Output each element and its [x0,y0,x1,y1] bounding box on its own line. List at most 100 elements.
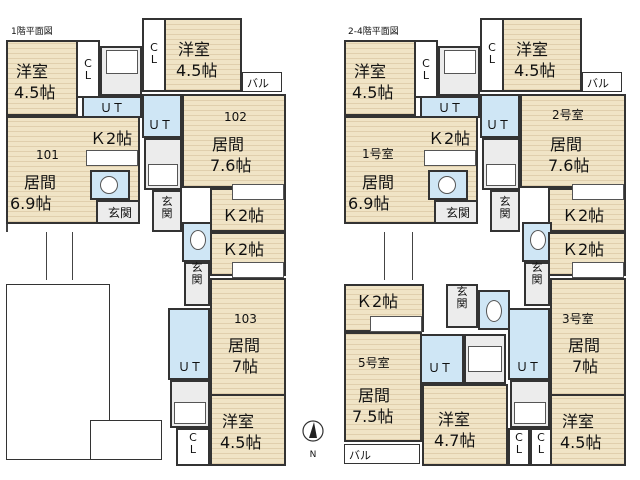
room-2-genkan-label: 玄 関 [499,195,511,220]
room-3-ima-size: 7帖 [572,357,599,376]
room-3-genkan [524,262,550,306]
room-3-youshitsu [550,394,626,466]
room-103-ut-label: ＵＴ [178,360,203,374]
room-1-ima-size: 6.9帖 [348,194,390,213]
room-5-genkan-label: 玄 関 [456,285,468,310]
room-3-youshitsu-label: 洋室 [562,412,595,431]
kitchen-counter [232,184,284,200]
room-5-ut-label: ＵＴ [428,361,453,375]
room-102-k-label: Ｋ2帖 [222,206,265,225]
room-101-youshitsu [6,40,78,116]
room-3-k-label: Ｋ2帖 [562,240,605,259]
room-103-ima-size: 7帖 [232,357,259,376]
room-3-closet-b [530,428,552,466]
kitchen-counter [86,150,138,166]
room-103-ima [210,278,286,396]
room-1-k-label: Ｋ2帖 [428,129,471,148]
room-5-youshitsu [422,384,508,466]
room-3-ima-label: 居間 [568,336,601,355]
room-2-ut [480,94,520,138]
room-2-number: 2号室 [552,108,584,122]
room-5-toilet [478,290,510,330]
room-2-genkan [490,190,520,232]
toilet [486,300,502,322]
room-102-number: 102 [224,110,247,124]
stair-wall [72,232,73,280]
room-1-genkan [434,200,478,224]
toilet [190,230,206,250]
kitchen-counter [572,262,624,278]
stair-wall [384,232,385,280]
room-102-ima-label: 居間 [212,135,245,154]
bathtub [106,50,138,74]
toilet [438,176,456,194]
kitchen-counter [370,316,422,332]
room-1-closet [414,40,438,98]
bathtub [486,164,516,186]
room-1-closet-label: C L [422,57,430,82]
room-1-number: 1号室 [362,147,394,161]
room-103-closet [176,428,210,466]
compass-label: N [309,450,317,460]
room-102-genkan [152,190,182,232]
room-102-balcony: バル [242,72,282,92]
north-arrow-icon [302,420,324,442]
room-5-youshitsu-size: 4.7帖 [434,431,476,450]
room-101-ima-label: 居間 [24,173,57,192]
floor2-title: 2-4階平面図 [348,27,399,37]
stair-wall [46,232,47,280]
room-3-ut-label: ＵＴ [516,360,541,374]
room-1-ut-label: ＵＴ [438,101,463,115]
room-103-youshitsu-size: 4.5帖 [220,433,262,452]
room-103-youshitsu [210,394,286,466]
room-3-youshitsu-size: 4.5帖 [560,433,602,452]
room-5-ima-size: 7.5帖 [352,407,394,426]
room-103-closet-label: C L [189,431,197,456]
room-101-youshitsu-size: 4.5帖 [14,83,56,102]
room-2-closet-label: C L [488,41,496,66]
room-102-ima-size: 7.6帖 [210,156,252,175]
room-103-youshitsu-label: 洋室 [222,412,255,431]
room-2-ima-label: 居間 [550,135,583,154]
entrance-area [90,420,162,460]
room-103-k-label: Ｋ2帖 [222,240,265,259]
room-3-ut [508,308,550,380]
toilet [530,230,546,250]
room-103-number: 103 [234,312,257,326]
room-101-number: 101 [36,148,59,162]
floor1-title: 1階平面図 [11,27,53,37]
room-5-k-label: Ｋ2帖 [356,292,399,311]
kitchen-counter [232,262,284,278]
room-5-youshitsu-label: 洋室 [438,410,471,429]
room-101-ima-size: 6.9帖 [10,194,52,213]
room-2-youshitsu [502,18,582,92]
room-5-ut [420,334,464,384]
bathtub [148,164,178,186]
room-3-closet-a [508,428,530,466]
room-2-ut-label: ＵＴ [486,118,511,132]
bathtub [468,346,502,372]
room-102-youshitsu-label: 洋室 [178,40,211,59]
room-1-genkan-label: 玄関 [446,206,471,220]
room-103-genkan [184,262,210,306]
room-2-ima-size: 7.6帖 [548,156,590,175]
room-5-ima-label: 居間 [358,386,391,405]
room-103-genkan-label: 玄 関 [191,261,203,286]
room-2-balcony: バル [582,72,622,92]
room-1-youshitsu-size: 4.5帖 [352,83,394,102]
floor1-plan: 1階平面図 洋室 4.5帖 C L ＵＴ Ｋ2帖 101 居間 6.9帖 玄関 … [6,18,286,466]
room-5-balcony: バル [344,444,420,464]
room-2-youshitsu-size: 4.5帖 [514,61,556,80]
room-101-k-label: Ｋ2帖 [90,129,133,148]
room-2-youshitsu-label: 洋室 [516,40,549,59]
room-3-closet-a-label: C L [515,431,523,456]
room-102-youshitsu-size: 4.5帖 [176,61,218,80]
room-101-closet-label: C L [84,57,92,82]
room-2-k-label: Ｋ2帖 [562,206,605,225]
room-5-number: 5号室 [358,356,390,370]
room-103-ima-label: 居間 [228,336,261,355]
toilet [100,176,118,194]
bathtub [444,50,476,74]
room-101-ut-label: ＵＴ [100,101,125,115]
room-101-genkan-label: 玄関 [108,206,133,220]
